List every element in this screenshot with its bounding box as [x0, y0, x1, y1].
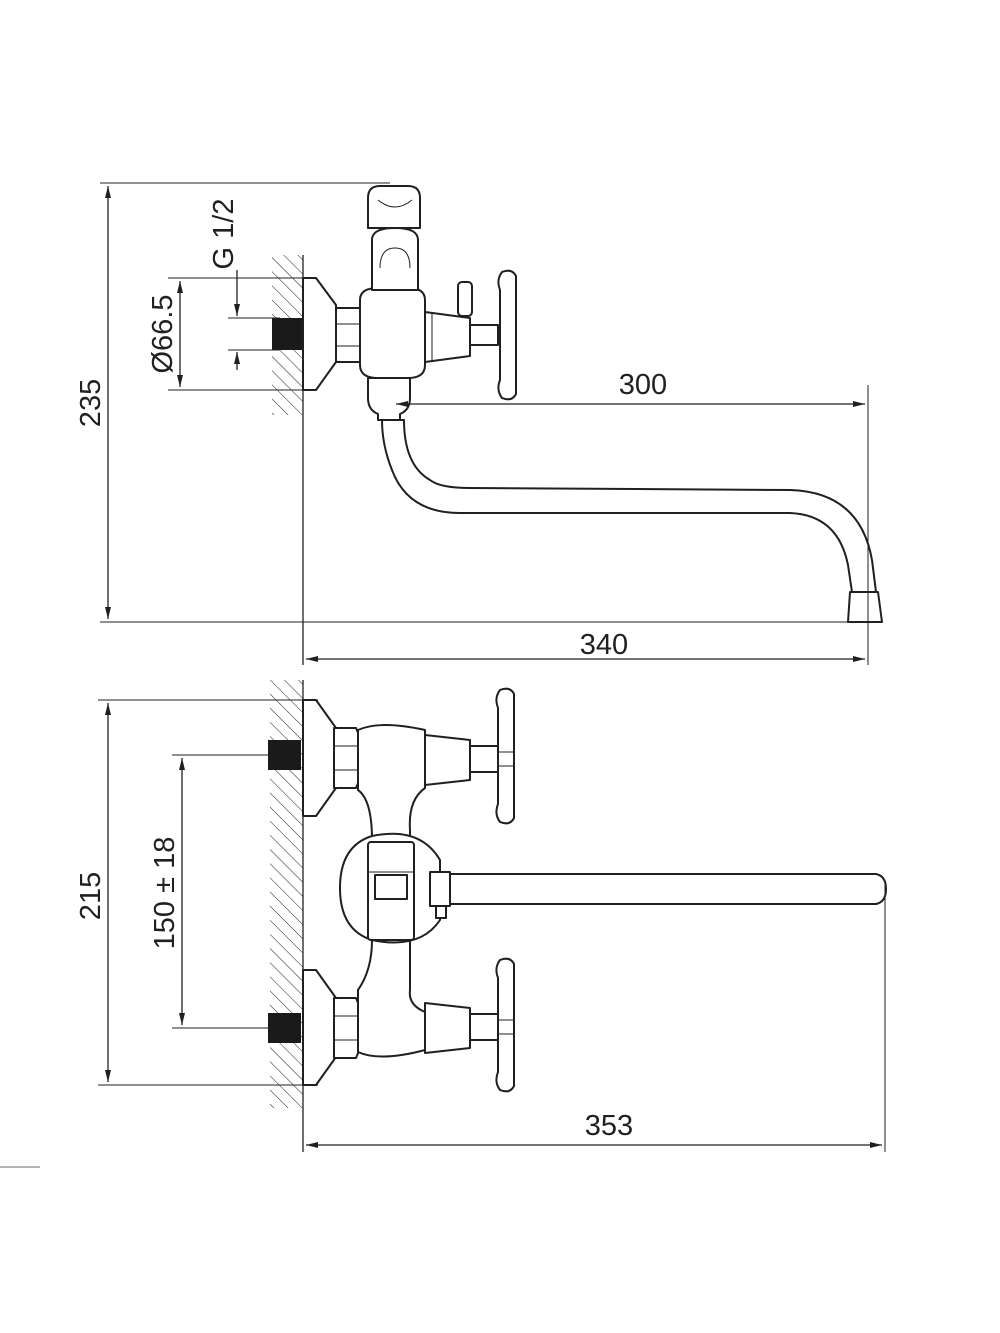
bath-spout [381, 419, 877, 593]
dim-center-distance-label: 150 ± 18 [149, 837, 181, 950]
spout-screw [435, 905, 447, 919]
spout-collar [429, 871, 451, 907]
dim-height-label: 235 [75, 379, 107, 427]
front-view: 215 150 ± 18 353 [75, 680, 887, 1152]
dim-depth-label: 340 [580, 629, 628, 661]
valve-bottom [424, 1002, 471, 1054]
dim-thread-label: G 1/2 [208, 199, 240, 270]
handle-arm-top [457, 281, 473, 317]
nut-bottom [333, 997, 362, 1059]
dim-front-height-label: 215 [75, 872, 107, 920]
shower-clip-front [374, 874, 408, 900]
valve-top [424, 734, 471, 786]
eccentric-connector [272, 318, 303, 350]
handle-stem [469, 324, 499, 346]
shower-holder [371, 227, 419, 291]
dim-front-width-label: 353 [585, 1110, 633, 1142]
diverter-outlet [367, 377, 411, 421]
mixer-body [359, 287, 426, 379]
spout-aerator [847, 591, 883, 623]
valve-cartridge [424, 311, 471, 363]
cross-handle-side [497, 269, 517, 401]
cross-handle-top [469, 687, 515, 825]
flange-bottom [302, 969, 337, 1086]
cross-handle-bottom [469, 957, 515, 1093]
nut-top [333, 727, 362, 789]
wall-flange [302, 277, 337, 391]
eccentric-top [268, 740, 301, 770]
side-view: 235 Ø66.5 G 1/2 300 340 [75, 182, 883, 665]
eccentric-bottom [268, 1013, 301, 1043]
dim-diameter-label: Ø66.5 [147, 295, 179, 374]
spout-front [449, 873, 887, 905]
dim-reach-label: 300 [619, 369, 667, 401]
flange-top [302, 699, 337, 817]
